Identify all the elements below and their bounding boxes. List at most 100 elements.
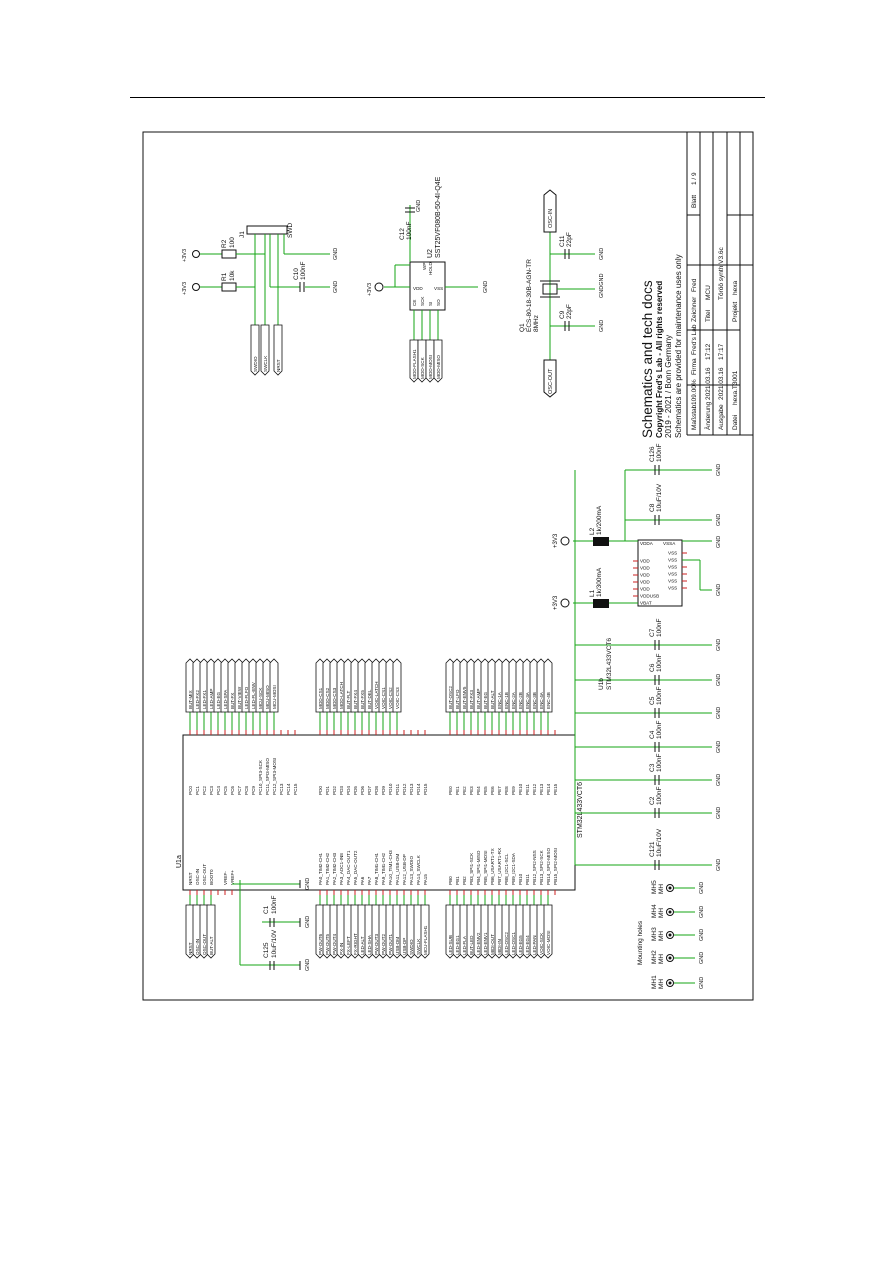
- net-u1a_pc_nets-4-label: LED-EG: [216, 691, 221, 709]
- pin-u1a_pa_pins-10: PA10_TIM1-CH3: [388, 850, 393, 885]
- gnd-c12: GND: [416, 200, 422, 212]
- r1-resistor: [221, 282, 237, 292]
- u2-net-2: MOD-MOSI: [425, 339, 435, 383]
- mh-gnd-1: GND: [699, 952, 705, 964]
- cap-val-4: 100nF: [656, 687, 663, 705]
- pin-u1a_pb_pins-6: PB6_USART1-TX: [490, 848, 495, 885]
- net-u1a_pe_nets-3-label: BUT-FX3: [469, 690, 474, 709]
- net-u1a_pc_nets-12-label: MCU-MOSI: [272, 685, 277, 709]
- pin-u1a_pa_pins-13: PA13_SWDIO: [409, 856, 414, 885]
- cap-ref-3: C4: [649, 730, 656, 739]
- net-u1a_pb_nets-2-label: LED-FLA: [462, 935, 467, 955]
- net-u1a_pa_nets-15: MCU-FLASH1: [420, 904, 430, 959]
- u2-pin-2: SI: [428, 302, 433, 306]
- flag-osc-in: [543, 189, 557, 233]
- pin-u1a_pc_pins-0: PC0: [188, 786, 193, 795]
- pin-u1a_pb_pins-10: PB10: [518, 873, 523, 885]
- osc-in-net: OSC-IN: [548, 209, 554, 228]
- swd-section: J1 SWD GND GND C10 100nF +3V3 +3V3 R2 10…: [182, 223, 339, 376]
- j1-value: SWD: [287, 223, 294, 238]
- r2-ref: R2: [221, 239, 228, 248]
- pin-u1a_pb_pins-8: PB8_I2C1-SCL: [504, 853, 509, 885]
- mh-ref-0: MH1: [651, 975, 658, 989]
- capr-ref-0: C8: [649, 503, 656, 512]
- u1b-lpin-0: VBAT: [640, 601, 652, 606]
- pin-u1a_pe_pins-2: PE2: [462, 786, 467, 795]
- mh-type-3: MH: [658, 908, 665, 918]
- net-u1a_pd_nets-3-label: MOD-LATCH: [339, 682, 344, 709]
- c10-ref: C10: [293, 268, 300, 280]
- pin-u1a_pa_pins-0: PA0_TIM2-CH1: [318, 852, 323, 885]
- net-u1a_pd_nets-5-label: BUT-FX4: [353, 690, 358, 709]
- net-u1a_pa_nets-2-label: PW-OUT4: [332, 933, 337, 955]
- gnd-c0: GND: [305, 878, 311, 890]
- pin-u1a_pd_pins-6: PD6: [360, 786, 365, 795]
- net-u1a_pd_nets-6-label: BUT-FX5: [360, 690, 365, 709]
- pin-u1a_pd_pins-15: PD15: [423, 783, 428, 795]
- cap-ref-2: C3: [649, 763, 656, 772]
- net-u1a_pa_nets-5-label: FX-RIGHT: [353, 933, 358, 955]
- value-firma: Fred's Lab: [691, 324, 698, 355]
- net-u1a_pe_nets-10-label: ENC-2B: [518, 692, 523, 709]
- crystal-section: GNDGND GND C11 22pF GND C9 22pF Q1 ECS-8…: [519, 189, 605, 398]
- osc-out-net: OSC-OUT: [548, 368, 554, 394]
- pin-u1a_pc_pins-11: PC11_SPI3-MISO: [265, 758, 270, 795]
- net-u1a_pe_nets-8-label: ENC-1B: [504, 692, 509, 709]
- pin-u1a_pd_pins-1: PD1: [325, 786, 330, 795]
- net-u1a_pd_nets-0-label: MOD-CS1: [318, 687, 323, 709]
- pin-u1a_pc_pins-12: PC12_SPI3-MOSI: [272, 758, 277, 795]
- u1b-block: U1b STM32L433VCT6 VBATVDDUSBVDDVDDVDDVDD…: [553, 444, 722, 690]
- pin-u1a_pa_pins-6: PA6: [360, 876, 365, 885]
- net-u1a_pd_nets-10-label: VOIC-CS2: [388, 687, 393, 709]
- value-ausgabe-time: 17:17: [718, 343, 725, 360]
- cap-ref-5: C6: [649, 663, 656, 672]
- u1b-lpin-5: VDD: [640, 566, 650, 571]
- c12-value: 100nF: [406, 222, 413, 240]
- pin-u1a_pc_pins-5: PC5: [223, 786, 228, 795]
- label-zeichner: Zeichner: [691, 296, 698, 322]
- net-u1a_pc_nets-12: MCU-MOSI: [269, 658, 279, 713]
- pin-u1a_pd_pins-8: PD8: [374, 786, 379, 795]
- pin-u1a_pb_pins-15: PB15_SPI2-MOSI: [553, 848, 558, 885]
- pin-u1a_pd_pins-14: PD14: [416, 783, 421, 795]
- value-projekt: hexa: [732, 281, 739, 295]
- net-u1a_pb_nets-12-label: LED-PAN: [532, 935, 537, 955]
- value-blatt: 1 / 9: [691, 172, 698, 185]
- pin-u1a_pe_pins-10: PE10: [518, 783, 523, 795]
- net-u1a_pe_nets-14: ENC-4B: [543, 658, 553, 713]
- pin-u1a_pc_pins-4: PC4: [216, 786, 221, 795]
- sheet-frame: [142, 131, 754, 1001]
- value-ausgabe-date: 2021.03.16: [718, 367, 725, 400]
- net-u1a_pc_nets-11-label: MCU-MISO: [265, 685, 270, 709]
- net-u1a_pe_nets-13-label: ENC-4A: [539, 691, 544, 709]
- u1a-part: STM32L433VCT6: [577, 782, 584, 838]
- pin-u1a_pb_pins-13: PB13_SPI2-SCK: [539, 849, 544, 885]
- net-u1a_pc_nets-1-label: LED-FX2: [195, 690, 200, 709]
- net-u1a_pb_nets-8-label: LED-OSC2: [504, 932, 509, 955]
- net-u1a_pe_nets-6-label: BUT-ALT: [490, 690, 495, 709]
- r2-resistor: [221, 249, 237, 259]
- pin-u1a_pb_pins-0: PB0: [448, 876, 453, 885]
- cap-gnd-1: GND: [716, 807, 722, 819]
- net-u1a_pa_nets-1-label: PW-OUT5: [325, 933, 330, 955]
- net-u1a_pb_nets-7-label: MIDI-IN: [497, 939, 502, 955]
- net-u1a_pc_nets-0-label: BUT-MIX: [188, 690, 193, 709]
- vcc-label-l1: +3V3: [553, 595, 559, 610]
- u2-pin-3: SO: [436, 299, 441, 306]
- c11-value: 22pF: [566, 232, 573, 247]
- cap-gnd-2: GND: [716, 774, 722, 786]
- u1b-vssa: VSSA: [663, 541, 676, 546]
- cap-val-1: 100nF: [656, 787, 663, 805]
- pin-u1a_pe_pins-3: PE3: [469, 786, 474, 795]
- l2-inductor: [593, 537, 609, 546]
- cap-ref-6: C7: [649, 628, 656, 637]
- value-subtitle: Töröö synth V3.6c: [718, 247, 725, 300]
